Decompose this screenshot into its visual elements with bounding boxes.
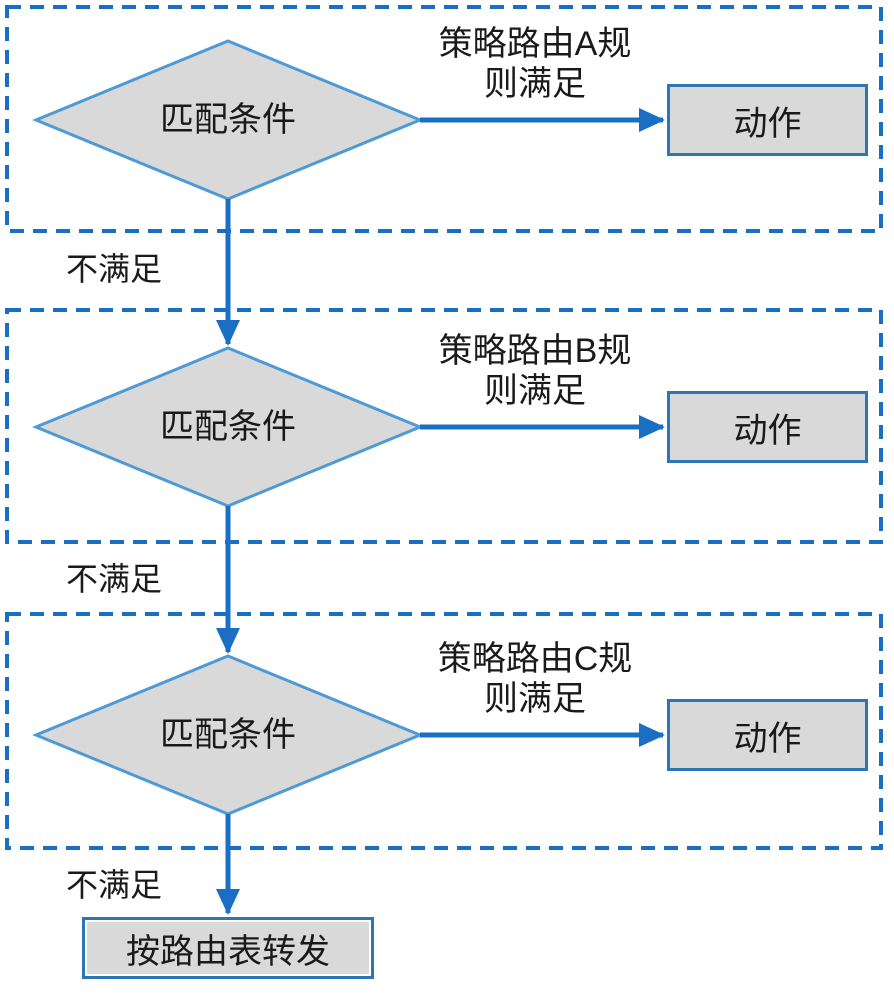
- condition-label-b: 匹配条件: [160, 408, 296, 446]
- rule-satisfied-label-c: 策略路由C规 则满足: [437, 640, 633, 719]
- no-match-label-c: 不满足: [66, 867, 163, 903]
- condition-label-a: 匹配条件: [160, 101, 296, 139]
- action-box-c: 动作: [667, 699, 868, 771]
- policy-c-section-border: [5, 612, 883, 850]
- action-box-a: 动作: [667, 84, 868, 156]
- rule-satisfied-label-b: 策略路由B规 则满足: [438, 332, 632, 411]
- final-action-label: 按路由表转发: [126, 932, 330, 971]
- no-match-label-a: 不满足: [66, 251, 163, 287]
- action-label-b: 动作: [733, 411, 802, 450]
- policy-a-section-border: [5, 5, 883, 233]
- no-match-label-b: 不满足: [66, 561, 163, 597]
- final-action-box: 按路由表转发: [82, 917, 374, 979]
- action-label-a: 动作: [733, 104, 802, 143]
- policy-b-section-border: [5, 308, 883, 544]
- action-box-b: 动作: [667, 391, 868, 463]
- action-label-c: 动作: [733, 719, 802, 758]
- condition-label-c: 匹配条件: [160, 716, 296, 754]
- rule-satisfied-label-a: 策略路由A规 则满足: [438, 25, 632, 104]
